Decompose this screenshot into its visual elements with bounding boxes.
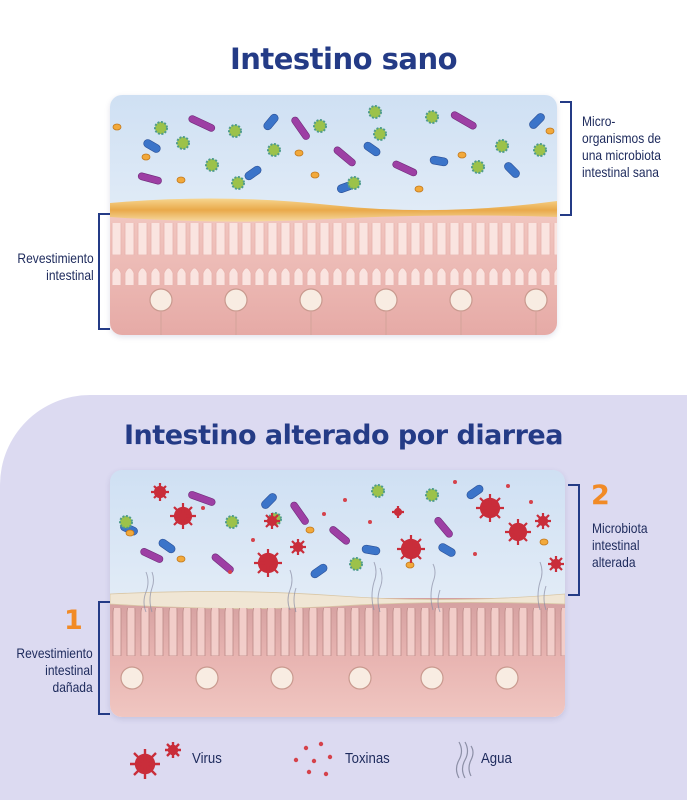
altered-title: Intestino alterado por diarrea <box>124 420 563 451</box>
legend-virus-label: Virus <box>192 750 222 767</box>
altered-microbiota-label: Microbiota intestinal alterada <box>592 520 648 570</box>
altered-intestine-illustration <box>110 470 565 717</box>
toxins-icon <box>293 741 333 777</box>
marker-2: 2 <box>591 480 610 511</box>
healthy-intestine-illustration <box>110 95 557 335</box>
healthy-title: Intestino sano <box>229 42 458 76</box>
marker-1: 1 <box>64 605 83 636</box>
legend-toxins-label: Toxinas <box>345 750 390 767</box>
altered-microbiota-bracket <box>568 484 580 596</box>
microbiota-bracket <box>560 101 572 216</box>
lining-bracket <box>98 213 110 330</box>
damaged-lining-bracket <box>98 601 110 715</box>
healthy-microbiota-label: Micro- organismos de una microbiota inte… <box>582 113 661 180</box>
healthy-lining-label: Revestimiento intestinal <box>17 250 94 283</box>
damaged-lining-label: Revestimiento intestinal dañada <box>16 645 93 695</box>
water-icon <box>455 741 474 779</box>
virus-icon <box>130 742 181 779</box>
legend-water-label: Agua <box>481 750 512 767</box>
